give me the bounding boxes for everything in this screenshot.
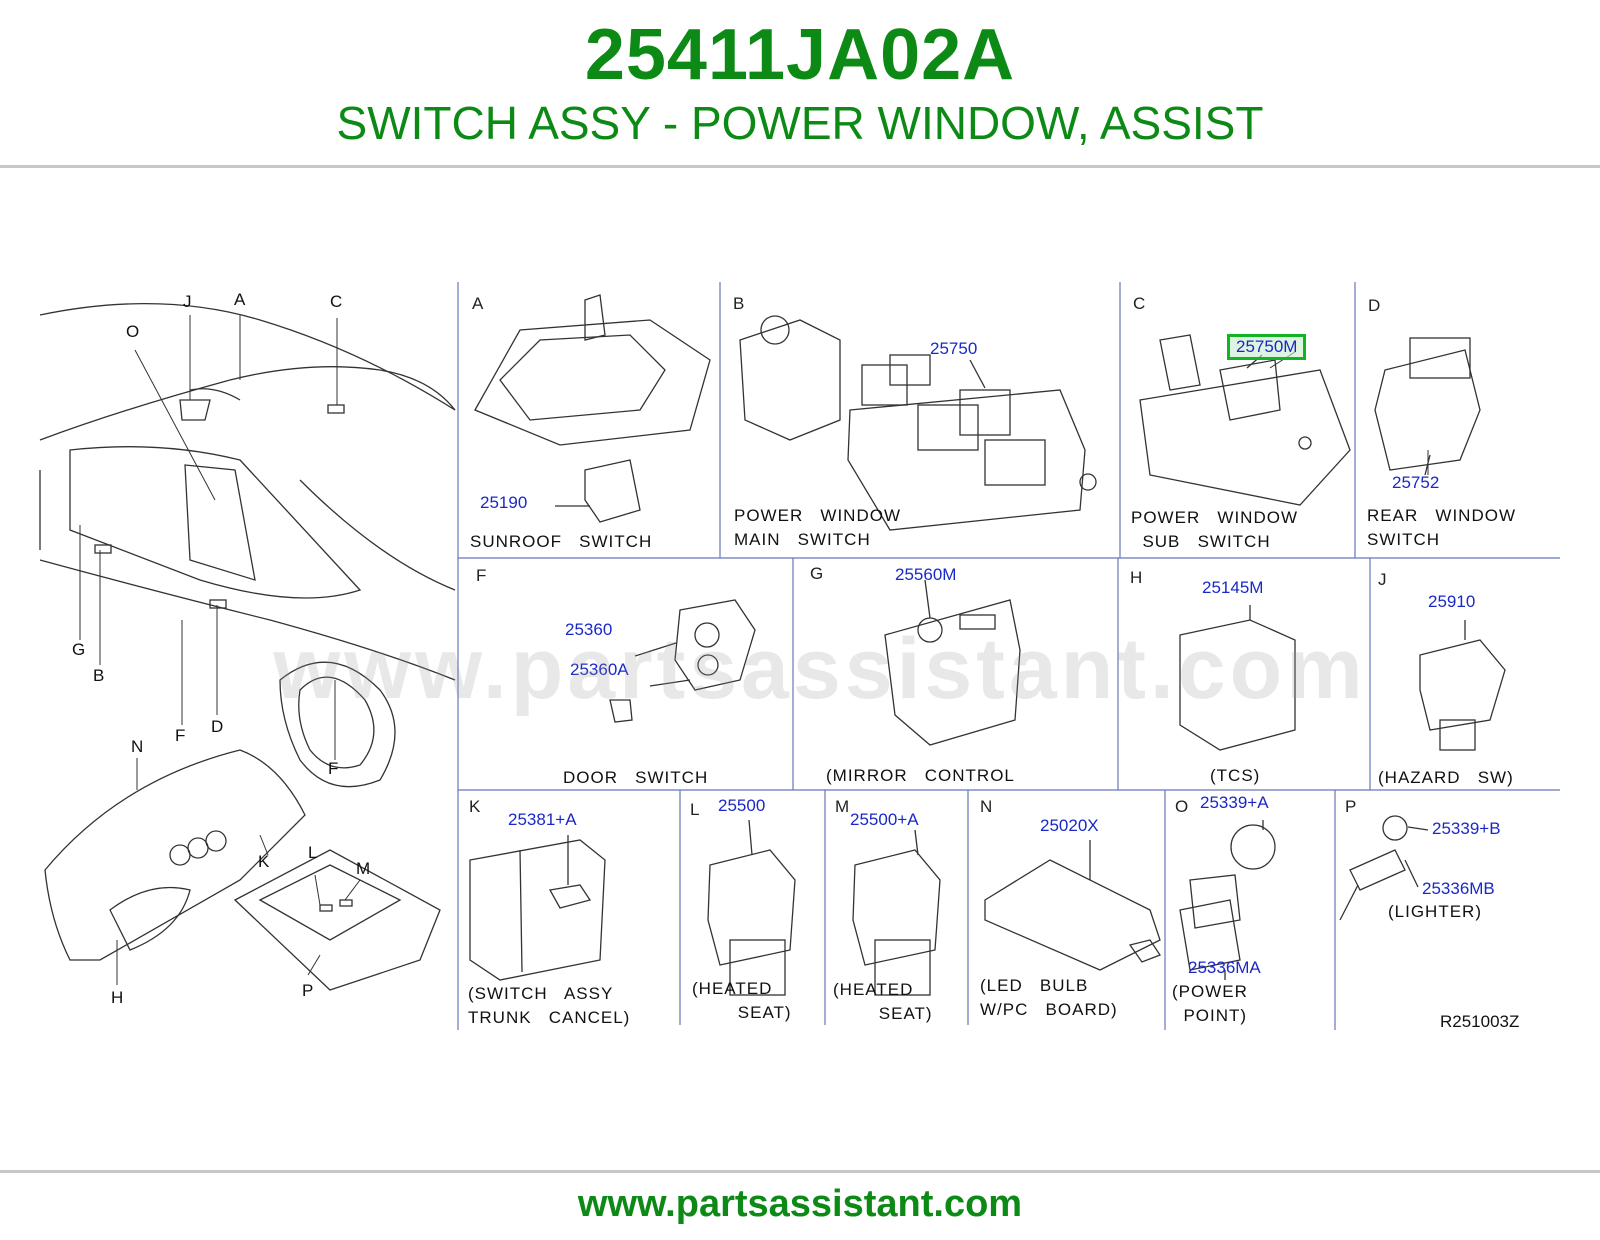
car-label-p: P bbox=[302, 981, 314, 1000]
car-label-c: C bbox=[330, 292, 343, 311]
car-label-o: O bbox=[126, 322, 140, 341]
parts-diagram: J A C O G B F D F N K L M H P A 25190 SU… bbox=[0, 260, 1600, 1080]
cell-f-caption: DOOR SWITCH bbox=[563, 768, 709, 787]
part-number-25750[interactable]: 25750 bbox=[930, 339, 978, 358]
cell-b-caption: POWER WINDOW MAIN SWITCH bbox=[734, 506, 901, 549]
footer-divider bbox=[0, 1170, 1600, 1173]
cell-j-letter: J bbox=[1378, 570, 1387, 589]
part-number-25336ma[interactable]: 25336MA bbox=[1188, 958, 1261, 977]
cell-o-letter: O bbox=[1175, 797, 1189, 816]
part-number-25752[interactable]: 25752 bbox=[1392, 473, 1440, 492]
part-number-25339a[interactable]: 25339+A bbox=[1200, 793, 1269, 812]
car-label-j: J bbox=[183, 292, 192, 311]
cell-d-caption: REAR WINDOW SWITCH bbox=[1367, 506, 1516, 549]
part-name-subtitle: SWITCH ASSY - POWER WINDOW, ASSIST bbox=[336, 97, 1264, 149]
part-number-25500a[interactable]: 25500+A bbox=[850, 810, 919, 829]
car-leader-lines bbox=[79, 315, 361, 985]
cell-b-letter: B bbox=[733, 294, 745, 313]
drawing-code: R251003Z bbox=[1440, 1012, 1520, 1031]
cell-g-caption: (MIRROR CONTROL bbox=[826, 766, 1015, 785]
part-number-25560m[interactable]: 25560M bbox=[895, 565, 957, 584]
cell-l-letter: L bbox=[690, 800, 700, 819]
part-number-25910[interactable]: 25910 bbox=[1428, 592, 1476, 611]
grid-lines bbox=[457, 282, 1560, 1030]
cell-n-letter: N bbox=[980, 797, 993, 816]
cell-g-letter: G bbox=[810, 564, 824, 583]
part-sketches bbox=[469, 294, 1506, 996]
diagram-drawing bbox=[39, 282, 1560, 1030]
part-number-title: 25411JA02A bbox=[584, 15, 1016, 95]
cell-h-letter: H bbox=[1130, 568, 1143, 587]
part-number-25336mb[interactable]: 25336MB bbox=[1422, 879, 1495, 898]
cell-m-caption: (HEATED SEAT) bbox=[833, 980, 933, 1023]
part-number-25750m[interactable]: 25750M bbox=[1226, 334, 1307, 360]
cell-p-caption: (LIGHTER) bbox=[1388, 902, 1482, 921]
car-label-h: H bbox=[111, 988, 124, 1007]
cell-c-caption: POWER WINDOW SUB SWITCH bbox=[1131, 508, 1298, 551]
watermark-text: www.partsassistant.com bbox=[273, 621, 1367, 717]
cell-m-letter: M bbox=[835, 797, 850, 816]
car-label-f: F bbox=[175, 726, 186, 745]
cell-a-caption: SUNROOF SWITCH bbox=[470, 532, 653, 551]
part-number-25360a[interactable]: 25360A bbox=[570, 660, 629, 679]
cell-h-caption: (TCS) bbox=[1210, 766, 1261, 785]
car-label-g: G bbox=[72, 640, 86, 659]
part-leader-lines bbox=[1269, 351, 1429, 475]
cell-o-caption: (POWER POINT) bbox=[1172, 982, 1248, 1025]
part-number-25339b[interactable]: 25339+B bbox=[1432, 819, 1501, 838]
car-label-m: M bbox=[356, 859, 371, 878]
page-header: 25411JA02A SWITCH ASSY - POWER WINDOW, A… bbox=[0, 0, 1600, 170]
car-label-n: N bbox=[131, 737, 144, 756]
part-number-25145m[interactable]: 25145M bbox=[1202, 578, 1264, 597]
car-label-b: B bbox=[93, 666, 105, 685]
car-label-a: A bbox=[234, 290, 246, 309]
cell-d-letter: D bbox=[1368, 296, 1381, 315]
part-number-25190[interactable]: 25190 bbox=[480, 493, 528, 512]
car-overview-sketch bbox=[39, 302, 456, 991]
cell-a-letter: A bbox=[472, 294, 484, 313]
cell-c-letter: C bbox=[1133, 294, 1146, 313]
header-divider bbox=[0, 165, 1600, 168]
cell-f-letter: F bbox=[476, 566, 487, 585]
car-label-d: D bbox=[211, 717, 224, 736]
cell-k-caption: (SWITCH ASSY TRUNK CANCEL) bbox=[468, 984, 631, 1027]
part-number-25500[interactable]: 25500 bbox=[718, 796, 766, 815]
cell-p-letter: P bbox=[1345, 797, 1357, 816]
footer-url-link[interactable]: www.partsassistant.com bbox=[577, 1183, 1023, 1225]
cell-j-caption: (HAZARD SW) bbox=[1378, 768, 1514, 787]
cell-n-caption: (LED BULB W/PC BOARD) bbox=[980, 976, 1118, 1019]
cell-k-letter: K bbox=[469, 797, 481, 816]
part-number-25020x[interactable]: 25020X bbox=[1040, 816, 1099, 835]
part-number-25381a[interactable]: 25381+A bbox=[508, 810, 577, 829]
part-number-25360[interactable]: 25360 bbox=[565, 620, 613, 639]
car-label-f-wheel: F bbox=[328, 759, 339, 778]
car-label-l: L bbox=[308, 843, 318, 862]
car-label-k: K bbox=[258, 852, 270, 871]
cell-l-caption: (HEATED SEAT) bbox=[692, 979, 792, 1022]
